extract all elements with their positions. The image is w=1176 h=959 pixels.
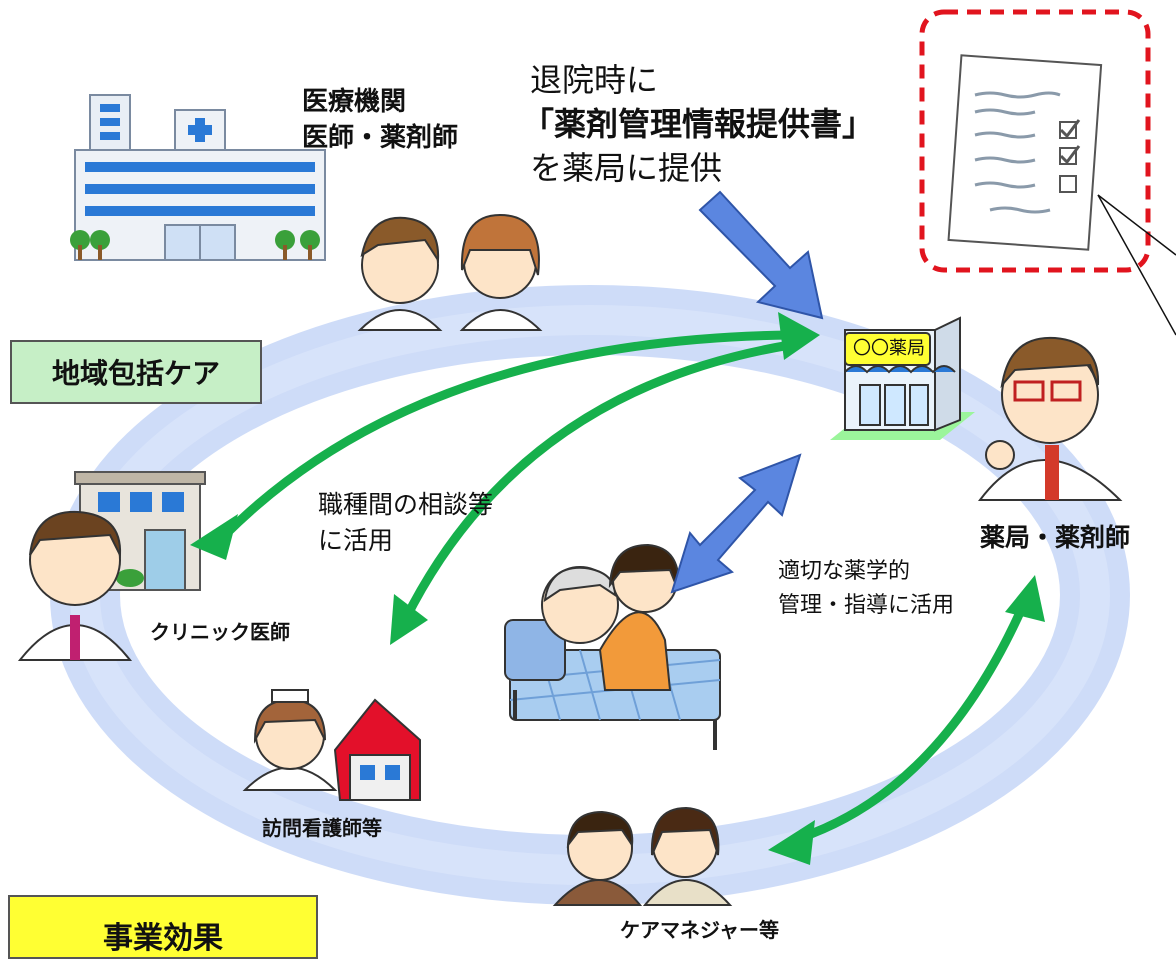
hospital-label-line2: 医師・薬剤師 <box>302 123 459 153</box>
document-icon <box>919 9 1151 273</box>
hospital-label: 医療機関 医師・薬剤師 <box>302 84 458 156</box>
pharmacy-sign: 〇〇薬局 <box>853 338 925 359</box>
care-manager-icon <box>552 806 733 906</box>
consult-note: 職種間の相談等 に活用 <box>318 487 493 559</box>
pharmacy-icon <box>830 316 975 440</box>
callout-lines <box>1097 194 1176 336</box>
patient-bed-icon <box>504 543 721 750</box>
consult-note-line1: 職種間の相談等 <box>318 490 494 519</box>
hospital-label-line1: 医療機関 <box>302 87 407 117</box>
blue-arrow-discharge <box>698 190 824 320</box>
clinic-doctor-icon <box>17 510 133 661</box>
discharge-note: 退院時に 「薬剤管理情報提供書」 を薬局に提供 <box>522 58 874 190</box>
house-icon <box>333 698 421 801</box>
hospital-icon <box>70 94 326 261</box>
discharge-note-line3: を薬局に提供 <box>530 149 723 187</box>
discharge-note-line1: 退院時に <box>530 61 659 99</box>
pharmacist-label: 薬局・薬剤師 <box>980 523 1131 552</box>
blue-arrow-patient <box>670 453 802 594</box>
nurse-icon <box>242 689 338 791</box>
pharmacist-icon <box>977 336 1123 501</box>
green-arrows <box>220 330 1027 843</box>
guidance-note: 適切な薬学的 管理・指導に活用 <box>778 555 954 623</box>
guidance-note-line2: 管理・指導に活用 <box>778 593 955 618</box>
green-arrowheads <box>190 312 1045 865</box>
discharge-note-line2: 「薬剤管理情報提供書」 <box>522 105 875 143</box>
community-care-label: 地域包括ケア <box>10 340 262 404</box>
business-effect-label: 事業効果 <box>8 895 318 959</box>
visiting-nurse-label: 訪問看護師等 <box>262 816 382 840</box>
hospital-staff-icon <box>357 213 543 331</box>
consult-note-line2: に活用 <box>318 526 394 555</box>
care-manager-label: ケアマネジャー等 <box>620 918 779 942</box>
clinic-doctor-label: クリニック医師 <box>150 620 290 644</box>
guidance-note-line1: 適切な薬学的 <box>778 559 911 584</box>
